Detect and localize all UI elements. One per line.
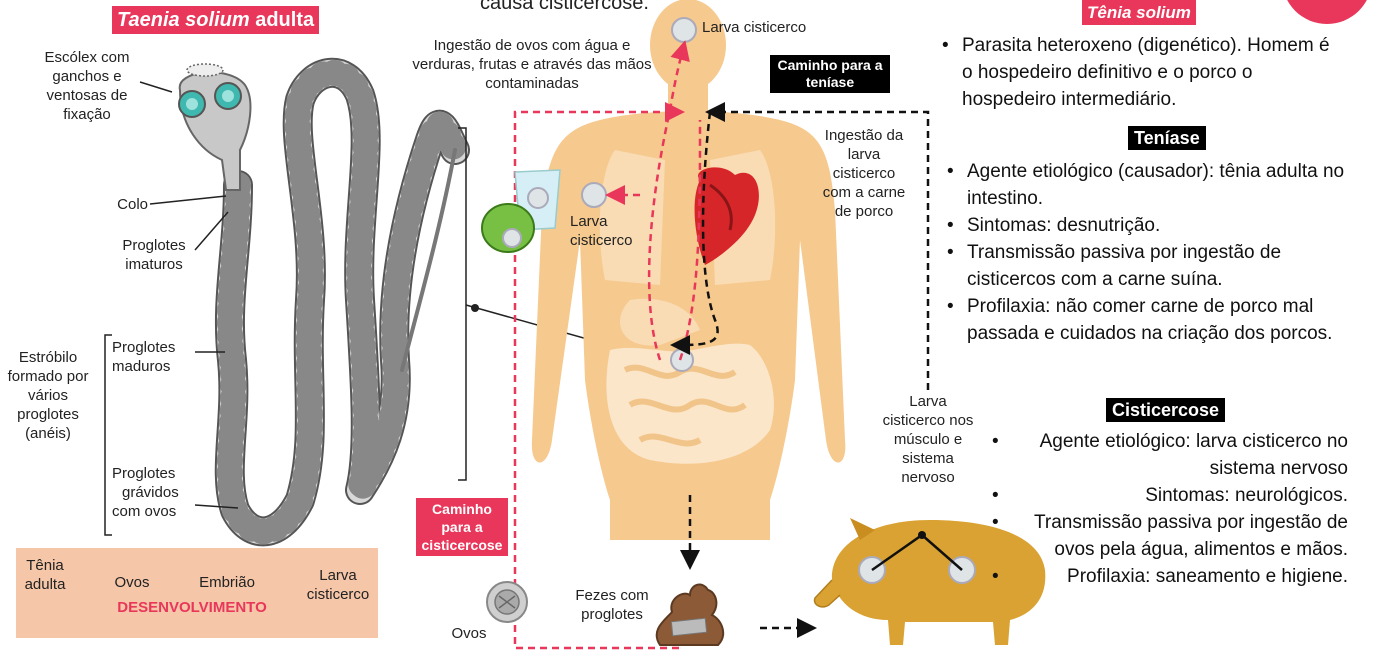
info-intro: Parasita heteroxeno (digenético). Homem … (940, 32, 1335, 113)
teniase-list: Agente etiológico (causador): tênia adul… (945, 158, 1345, 347)
label-ovos: Ovos (451, 625, 487, 642)
label-proglotes-maduros: Proglotes maduros (112, 339, 176, 375)
development-box (16, 548, 378, 638)
left-title-rest: adulta (255, 9, 315, 31)
egg (486, 581, 528, 623)
cisticercose-item: Sintomas: neurológicos. (990, 482, 1348, 509)
teniase-item: Transmissão passiva por ingestão de cist… (945, 239, 1345, 293)
label-larva-mid: Larva cisticerco (570, 213, 633, 249)
dev-embriao: Embrião (199, 574, 255, 591)
tag-caminho-teniase: Caminho para a teníase (770, 55, 890, 93)
label-ingestao-ovos: Ingestão de ovos com água e verduras, fr… (412, 37, 652, 92)
label-escolex: Escólex com ganchos e ventosas de fixaçã… (44, 49, 130, 123)
cisticercose-list: Agente etiológico: larva cisticerco no s… (990, 428, 1348, 590)
scolex (178, 63, 252, 191)
label-fezes: Fezes com proglotes (575, 587, 649, 623)
dev-larva: Larva cisticerco (306, 567, 370, 603)
dev-tenia: Tênia adulta (24, 557, 66, 593)
label-estrobilo: Estróbilo formado por vários proglotes (… (7, 349, 89, 442)
tag-caminho-cisticercose: Caminho para a cisticercose (416, 498, 508, 556)
label-ingestao-larva: Ingestão da larva cisticerco com a carne… (822, 127, 906, 220)
tapeworm (214, 57, 470, 547)
dev-ovos: Ovos (114, 574, 150, 591)
label-larva-top: Larva cisticerco (702, 19, 807, 36)
teniase-item: Sintomas: desnutrição. (945, 212, 1345, 239)
label-gravidos-line2: grávidos (122, 484, 179, 501)
right-title-text: Tênia solium (1087, 3, 1191, 22)
cisticercose-item: Profilaxia: saneamento e higiene. (990, 563, 1348, 590)
left-title: Taenia solium adulta (112, 6, 320, 34)
cisticercose-item: Transmissão passiva por ingestão de ovos… (990, 509, 1348, 563)
left-title-italic: Taenia solium (117, 9, 250, 31)
label-proglotes-imaturos: Proglotes imaturos (122, 237, 186, 273)
label-larva-porco: Larva cisticerco nos músculo e sistema n… (882, 393, 974, 486)
right-title: Tênia solium (1082, 0, 1196, 25)
label-gravidos-line1: Proglotes (112, 465, 176, 482)
label-proglotes-gravidos: Proglotes grávidos com ovos (112, 464, 212, 521)
intro-item: Parasita heteroxeno (digenético). Homem … (940, 32, 1335, 113)
cisticercose-item: Agente etiológico: larva cisticerco no s… (990, 428, 1348, 482)
water-glass-lettuce (481, 169, 561, 253)
teniase-item: Agente etiológico (causador): tênia adul… (945, 158, 1345, 212)
dev-label: DESENVOLVIMENTO (117, 599, 267, 616)
label-gravidos-line3: com ovos (112, 503, 177, 520)
label-colo: Colo (117, 196, 148, 213)
top-caption: causa cisticercose. (480, 0, 649, 14)
teniase-item: Profilaxia: não comer carne de porco mal… (945, 293, 1345, 347)
cisticercose-title: Cisticercose (1106, 398, 1226, 422)
teniase-title: Teníase (1128, 126, 1206, 150)
feces (655, 583, 725, 646)
